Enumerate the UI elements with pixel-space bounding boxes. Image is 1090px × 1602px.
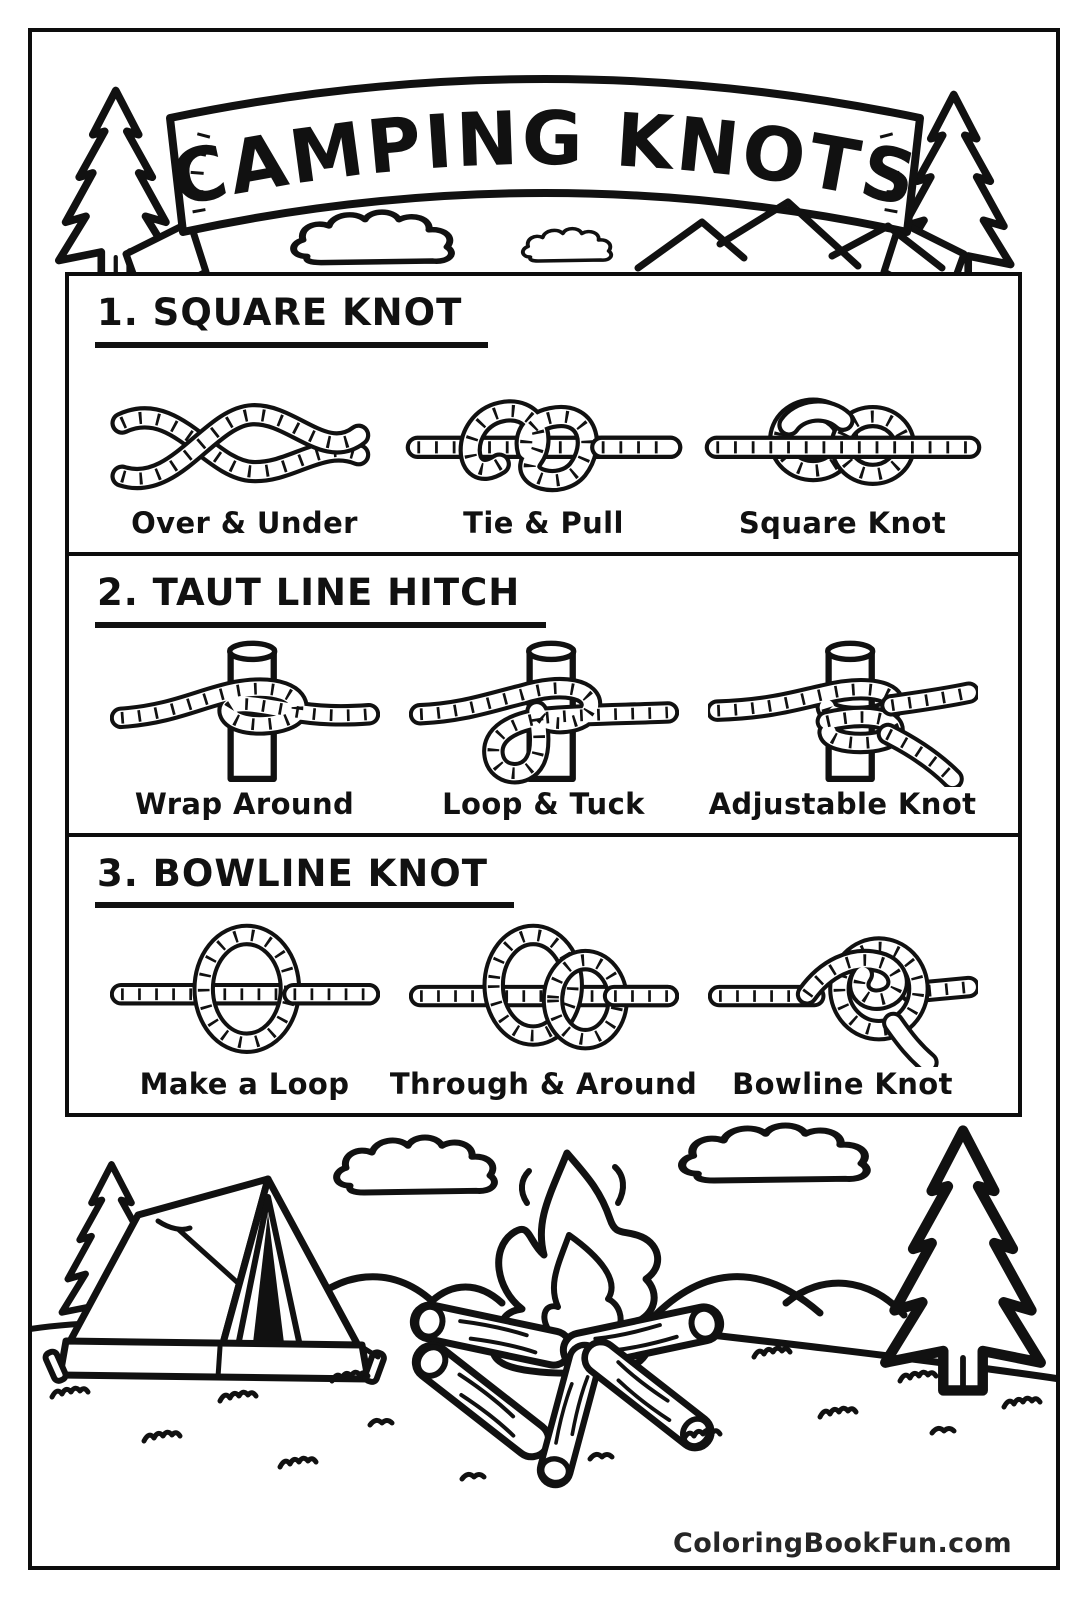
step-label: Make a Loop	[139, 1066, 350, 1101]
header-cloud-left-icon	[294, 212, 452, 263]
step-label: Bowline Knot	[732, 1066, 953, 1101]
steps-row: Wrap Around Loop & Tuck	[95, 628, 992, 833]
step-label: Tie & Pull	[463, 506, 624, 541]
rope-through-interlocked-loops-illustration	[409, 917, 679, 1067]
step-label: Through & Around	[389, 1066, 698, 1101]
steps-row: Over & Under Tie & Pull	[95, 348, 992, 553]
step-over-and-under: Over & Under	[95, 348, 394, 553]
campfire-icon	[489, 1149, 661, 1377]
step-label: Square Knot	[738, 506, 947, 541]
banner-ribbon	[166, 75, 924, 236]
section-heading: 3. BOWLINE KNOT	[95, 852, 514, 909]
step-loop-and-tuck: Loop & Tuck	[394, 628, 693, 833]
footer-website: ColoringBookFun.com	[672, 1528, 1012, 1559]
knot-instruction-box: 1. SQUARE KNOT Over & Under	[65, 272, 1022, 1117]
tent-icon	[42, 1175, 387, 1385]
loose-square-knot-illustration	[404, 384, 684, 506]
step-label: Over & Under	[131, 506, 358, 541]
step-bowline-knot: Bowline Knot	[693, 908, 992, 1113]
rope-loop-tucked-on-post-illustration	[409, 640, 679, 787]
step-wrap-around: Wrap Around	[95, 628, 394, 833]
step-tie-and-pull: Tie & Pull	[394, 348, 693, 553]
header-cloud-small-icon	[520, 226, 614, 263]
step-make-a-loop: Make a Loop	[95, 908, 394, 1113]
section-square-knot: 1. SQUARE KNOT Over & Under	[69, 276, 1018, 552]
scene-cloud-right-icon	[682, 1125, 867, 1180]
step-label: Wrap Around	[134, 786, 355, 821]
loop-over-rope-illustration	[110, 917, 380, 1067]
two-ropes-twisted-illustration	[105, 384, 385, 506]
section-taut-line-hitch: 2. TAUT LINE HITCH Wrap Around	[69, 552, 1018, 832]
header-illustration: CAMPING KNOTS	[30, 75, 1060, 272]
finished-square-knot-illustration	[703, 384, 983, 506]
adjustable-hitch-on-post-illustration	[708, 640, 978, 787]
pine-tree-large-icon	[885, 1131, 1040, 1391]
section-heading: 1. SQUARE KNOT	[95, 291, 489, 348]
section-heading: 2. TAUT LINE HITCH	[95, 572, 547, 628]
step-adjustable-knot: Adjustable Knot	[693, 628, 992, 833]
step-square-knot: Square Knot	[693, 348, 992, 553]
rope-wrapped-around-post-illustration	[110, 640, 380, 782]
step-through-and-around: Through & Around	[390, 908, 697, 1113]
campsite-scene-illustration	[30, 1117, 1060, 1565]
step-label: Loop & Tuck	[442, 786, 645, 821]
header-mountains-icon	[634, 198, 946, 272]
step-label: Adjustable Knot	[708, 786, 977, 821]
finished-bowline-knot-illustration	[708, 917, 978, 1067]
scene-cloud-left-icon	[337, 1137, 495, 1192]
section-bowline-knot: 3. BOWLINE KNOT Make a Loop	[69, 832, 1018, 1113]
steps-row: Make a Loop	[95, 908, 992, 1113]
